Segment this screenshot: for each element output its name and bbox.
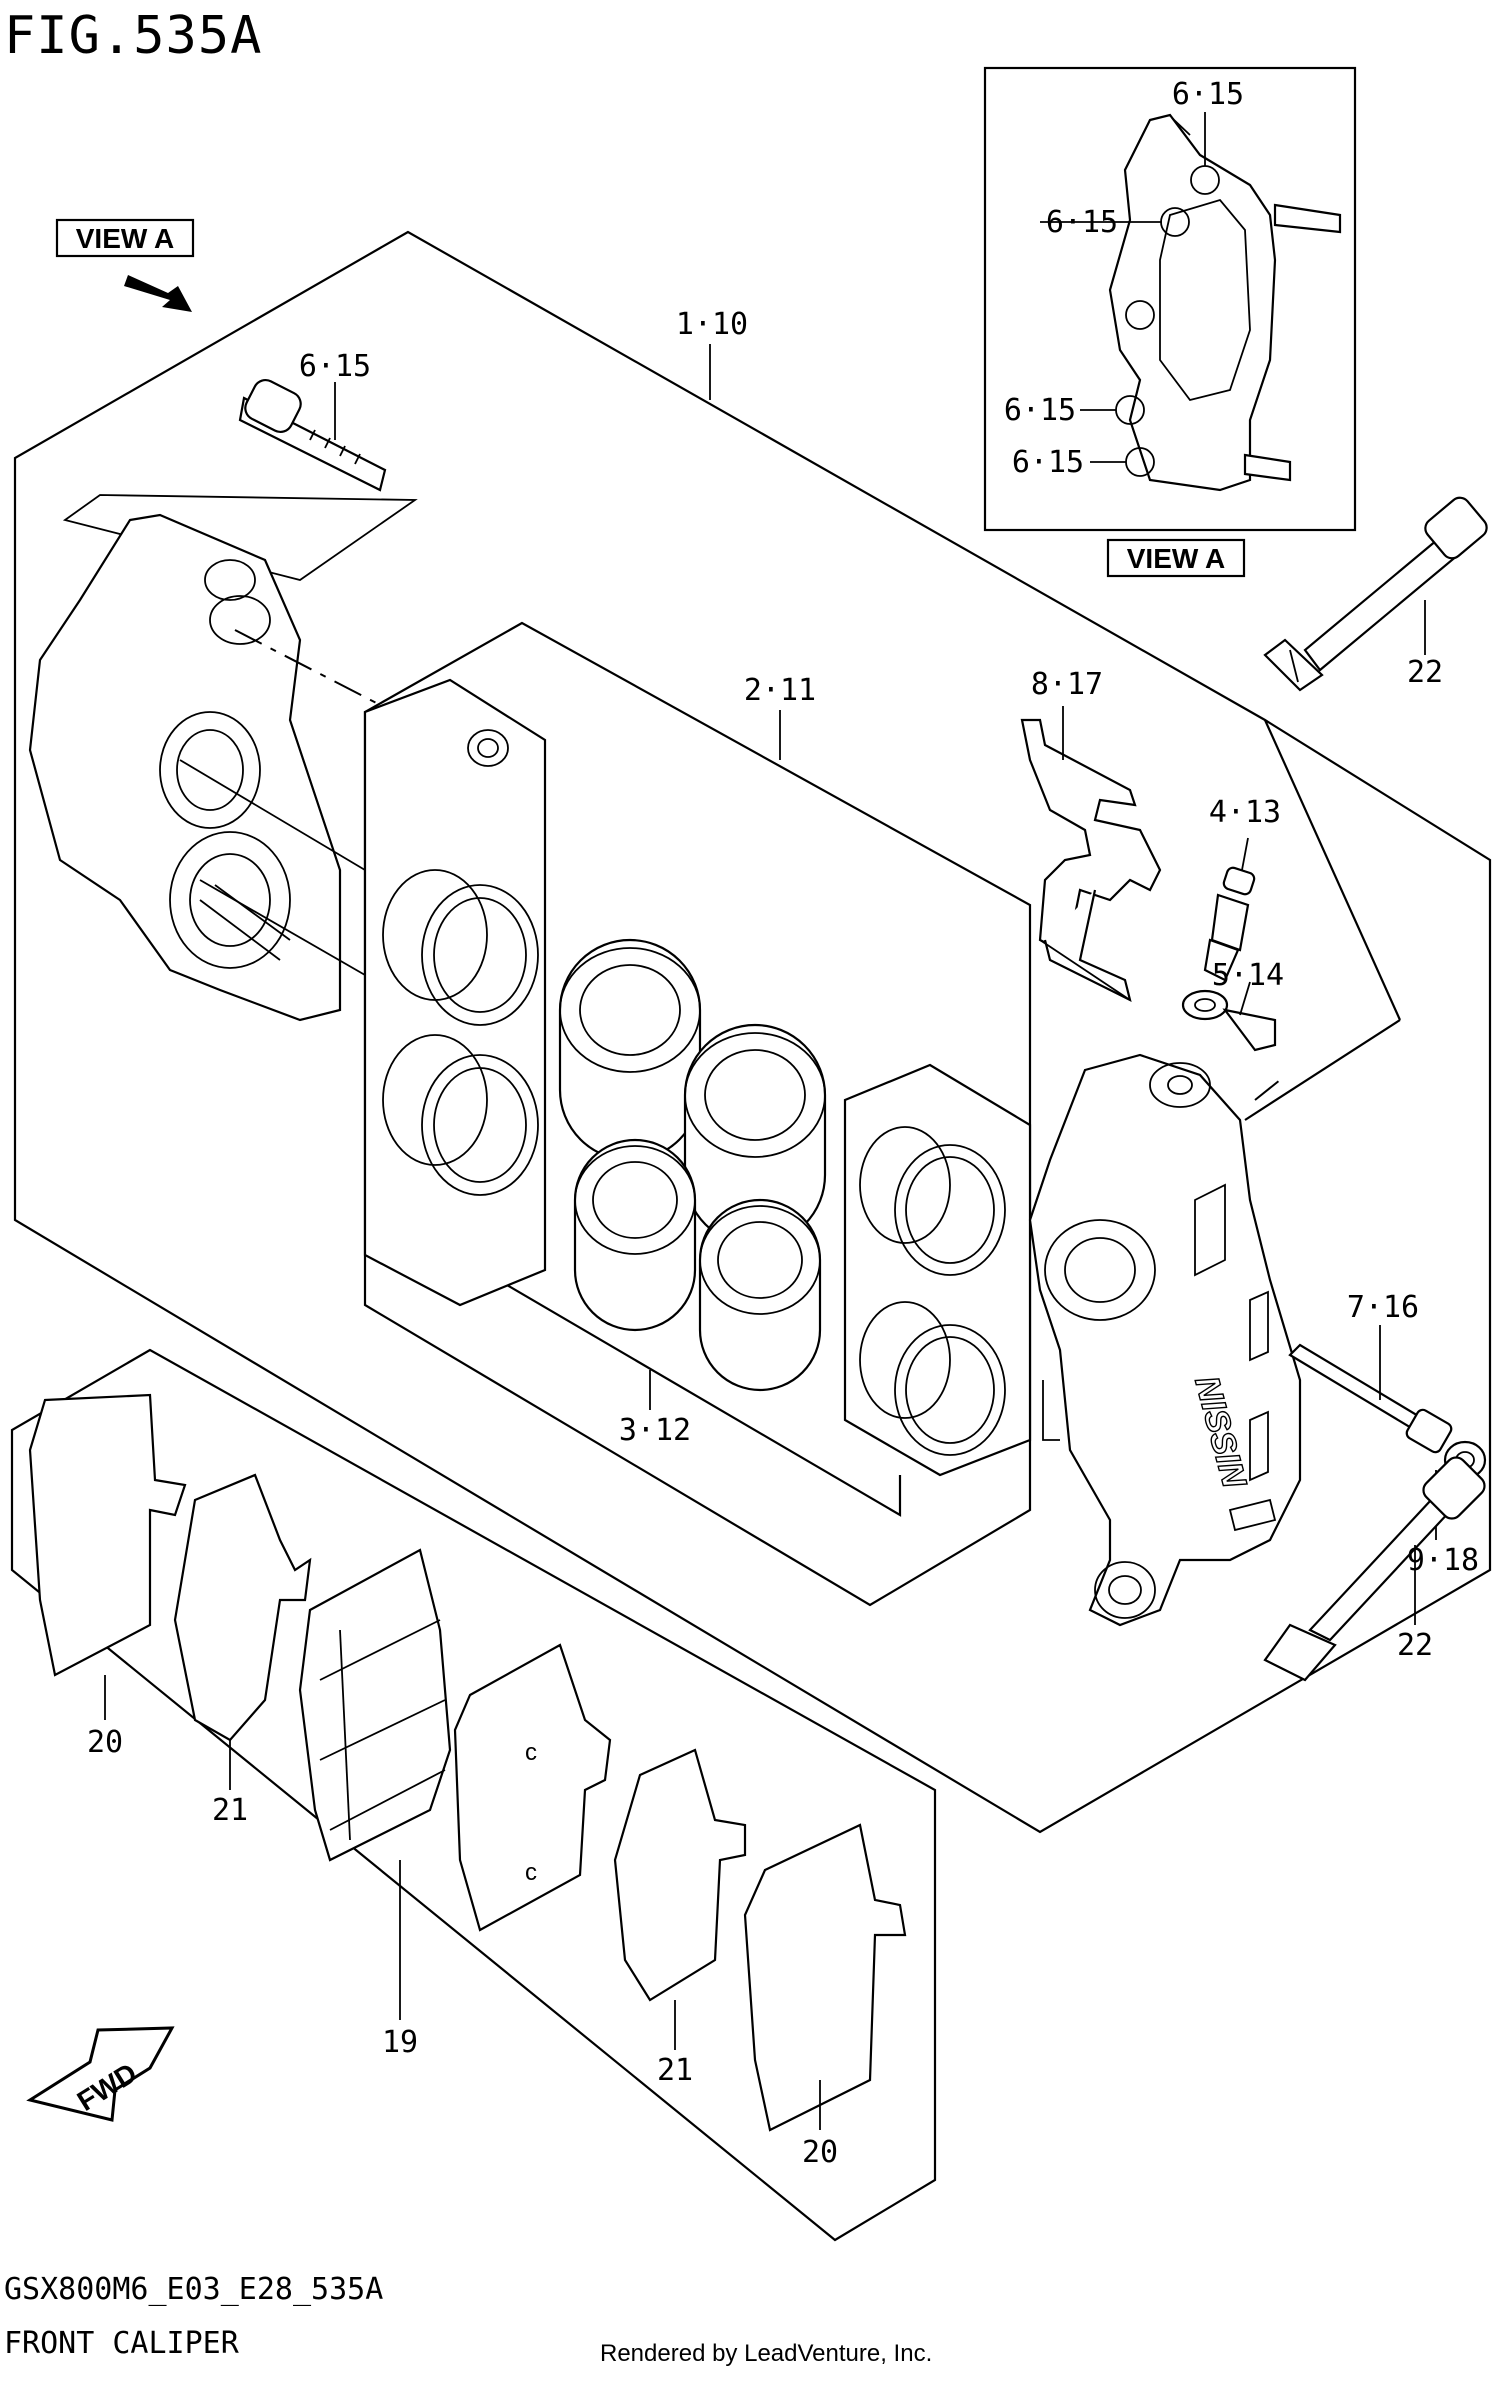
callout-6-inset-c: 6·15 — [1004, 393, 1076, 428]
caliper-inner-half — [28, 513, 342, 1022]
callout-4: 4·13 — [1209, 795, 1281, 830]
view-a-inset-label: VIEW A — [1127, 543, 1226, 574]
brake-pad-insulator-left — [173, 1473, 312, 1742]
callout-22-bottom: 22 — [1397, 1628, 1433, 1663]
bleeder-cap — [1181, 989, 1277, 1052]
svg-text:c: c — [525, 1739, 537, 1766]
callout-6-bolt: 6·15 — [299, 349, 371, 384]
caliper-assembly-outline — [13, 230, 1492, 1834]
callout-9: 9·18 — [1407, 1543, 1479, 1578]
caliper-bolt-lower — [1263, 1456, 1486, 1682]
callout-5: 5·14 — [1212, 958, 1284, 993]
view-direction-arrow-icon — [124, 275, 192, 312]
callout-8: 8·17 — [1031, 667, 1103, 702]
caliper-piston-set — [558, 938, 827, 1392]
callout-6-inset-d: 6·15 — [1012, 445, 1084, 480]
model-code: GSX800M6_E03_E28_535A — [4, 2272, 384, 2307]
callout-1: 1·10 — [676, 307, 748, 342]
callout-6-inset-b: 6·15 — [1046, 205, 1118, 240]
figure-title: FIG.535A — [4, 6, 263, 66]
pad-pin — [1288, 1343, 1453, 1454]
callout-20-left: 20 — [87, 1725, 123, 1760]
callout-20-right: 20 — [802, 2135, 838, 2170]
callout-2: 2·11 — [744, 673, 816, 708]
brake-pad-shim-left — [28, 1393, 187, 1677]
forward-direction-arrow-icon: FWD — [26, 2026, 175, 2122]
render-credit: Rendered by LeadVenture, Inc. — [600, 2340, 933, 2367]
callout-3: 3·12 — [619, 1413, 691, 1448]
seal-plate-left — [363, 678, 547, 1307]
section-name: FRONT CALIPER — [4, 2326, 239, 2361]
callout-7: 7·16 — [1347, 1290, 1419, 1325]
brake-pad-insulator-right — [613, 1748, 747, 2002]
caliper-outer-half: NISSIN — [1028, 1053, 1302, 1627]
seal-plate-right — [843, 1063, 1032, 1477]
brake-pad-left — [298, 1548, 452, 1862]
callout-21-left: 21 — [212, 1793, 248, 1828]
callout-6-inset-a: 6·15 — [1172, 77, 1244, 112]
bleeder-valve — [1203, 866, 1256, 982]
view-a-tag: VIEW A — [55, 218, 195, 258]
callout-22-top: 22 — [1407, 655, 1443, 690]
view-a-inset: VIEW A — [983, 66, 1357, 578]
brake-pad-right: c c — [453, 1643, 612, 1932]
caliper-bolt-upper — [1263, 496, 1488, 692]
pad-set-outline — [10, 1348, 937, 2242]
callout-19: 19 — [382, 2025, 418, 2060]
pad-spring — [1020, 718, 1162, 1003]
callout-21-right: 21 — [657, 2053, 693, 2088]
svg-text:c: c — [525, 1859, 537, 1886]
view-a-label: VIEW A — [76, 223, 175, 254]
brake-pad-shim-right — [743, 1823, 907, 2132]
caliper-mounting-bolt — [62, 378, 418, 581]
